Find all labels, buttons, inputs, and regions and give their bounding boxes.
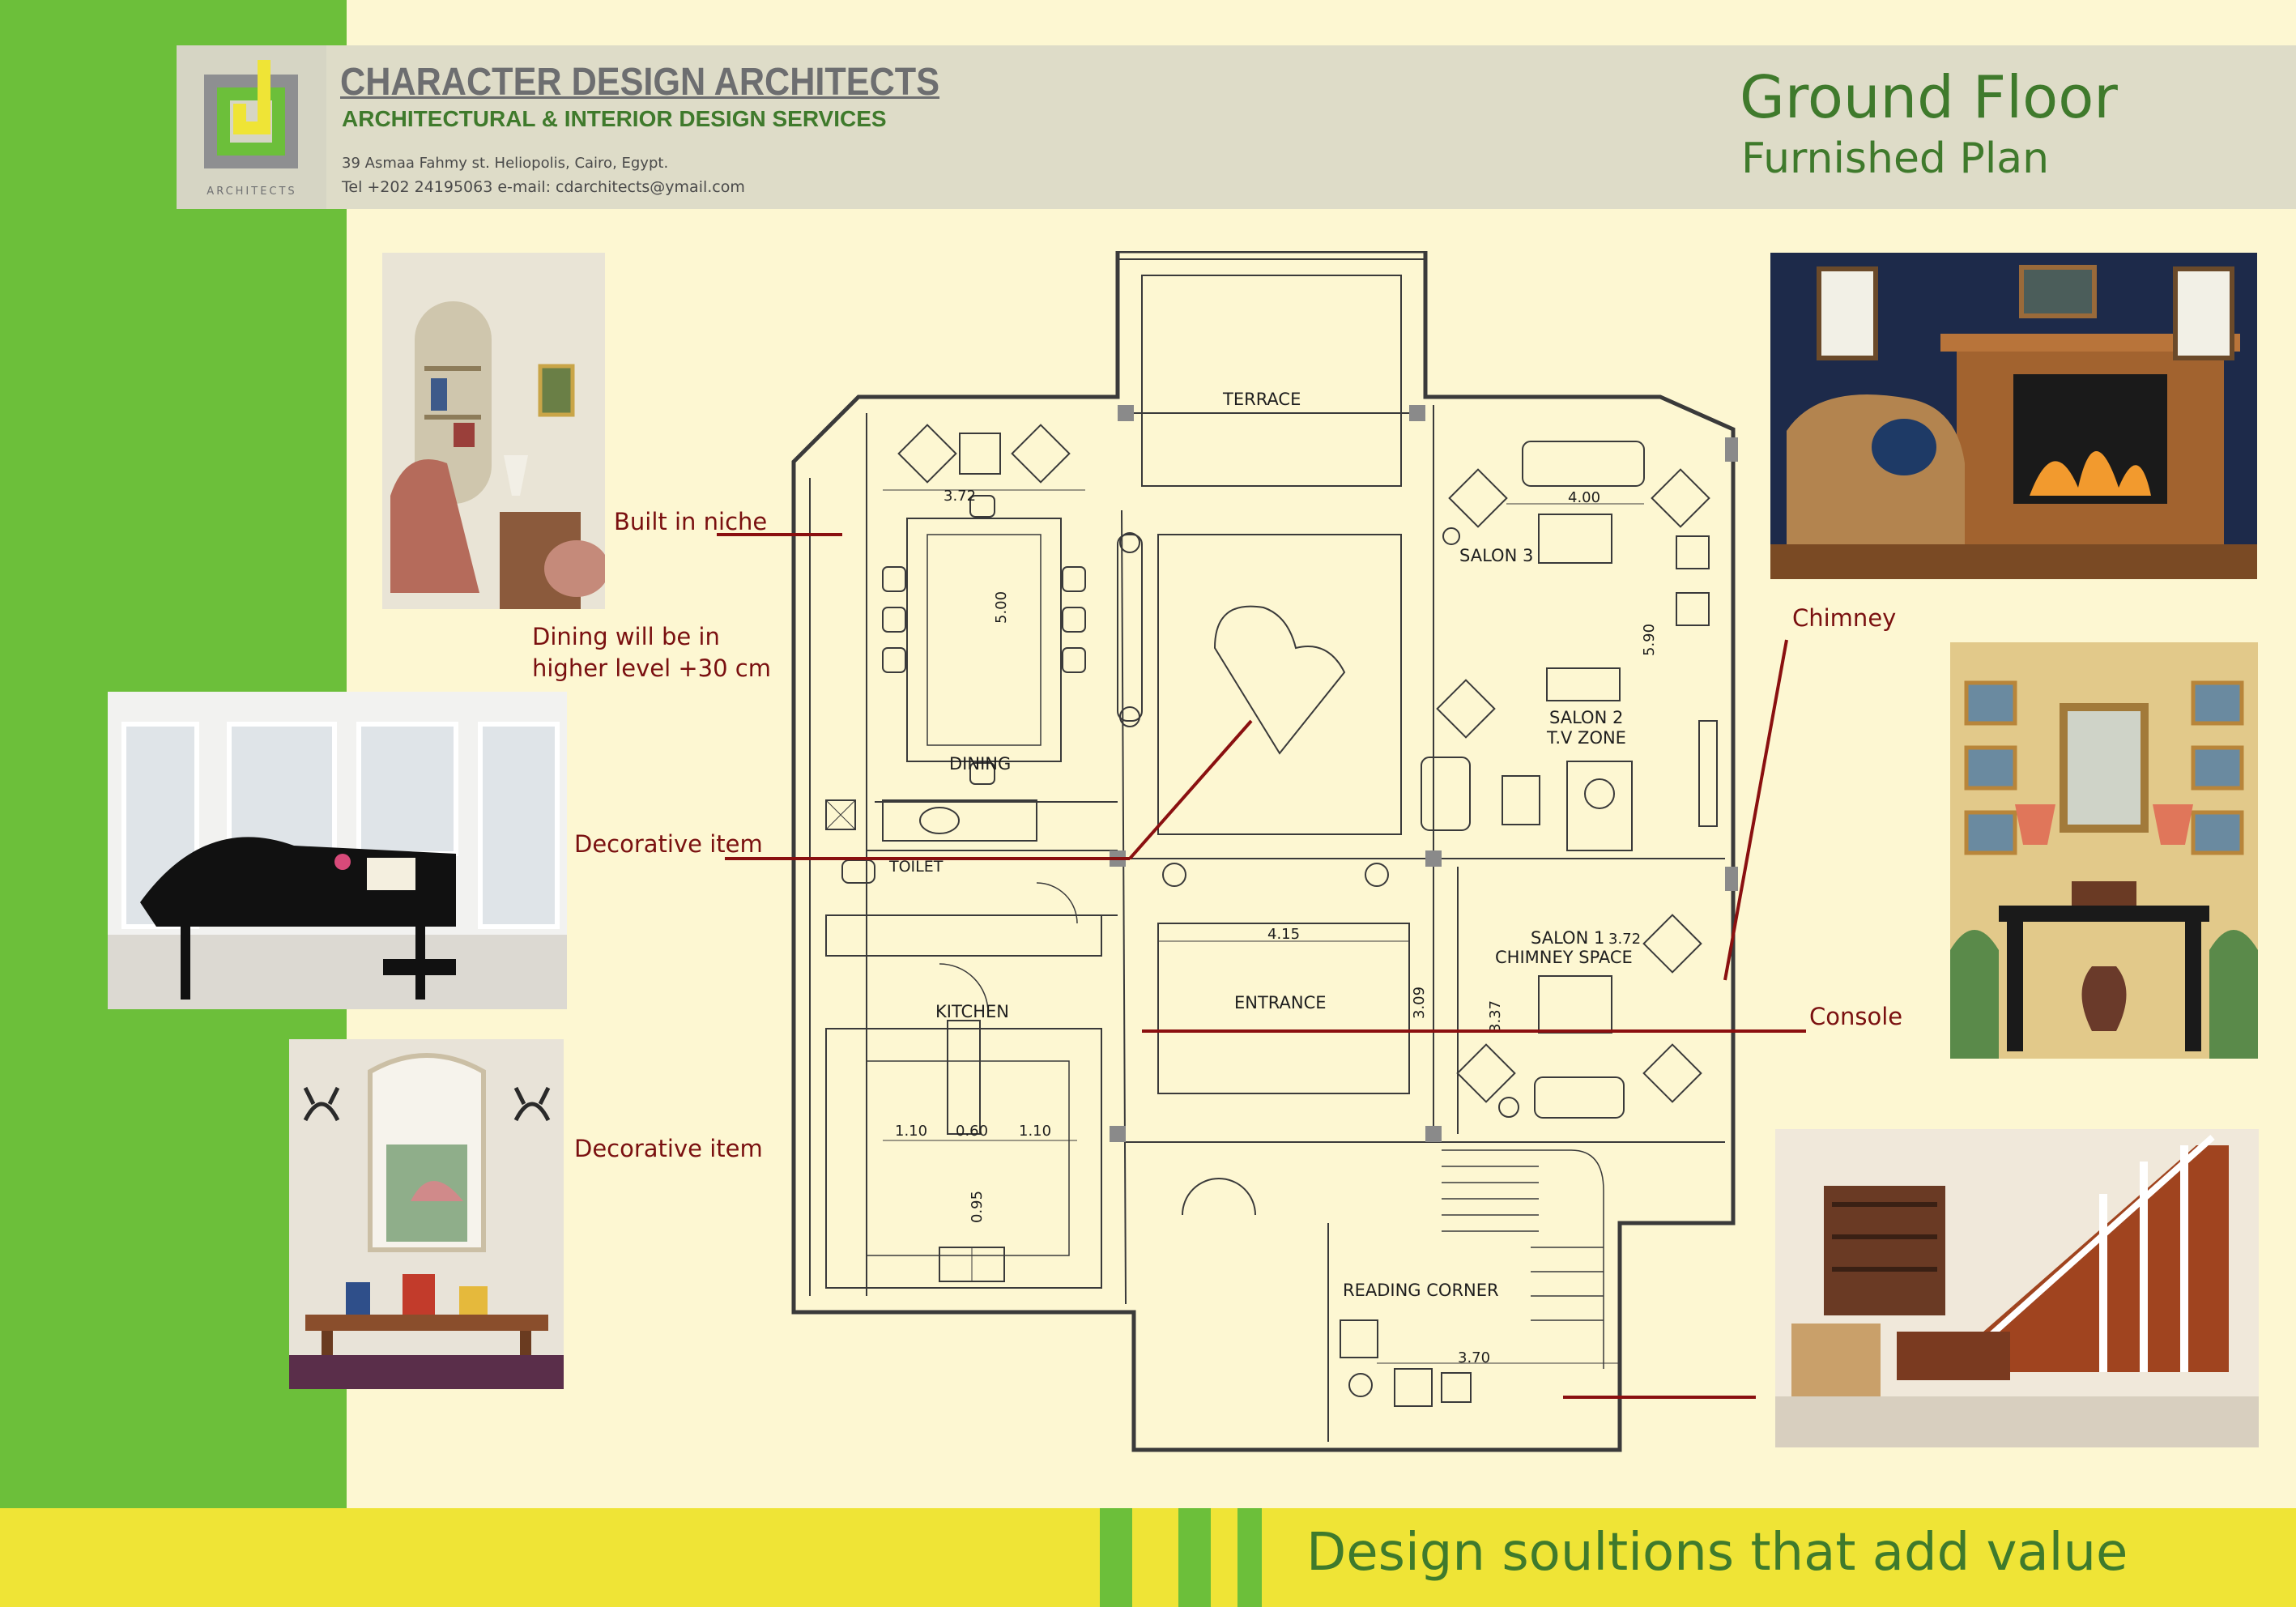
terrace-outline xyxy=(1141,275,1402,487)
dim-entrance-depth: 3.09 xyxy=(1411,987,1428,1019)
dim-dining-length: 5.00 xyxy=(993,591,1010,624)
callout-chimney: Chimney xyxy=(1792,604,1897,632)
company-logo: ARCHITECTS xyxy=(177,45,326,209)
room-salon1-line2: CHIMNEY SPACE xyxy=(1495,948,1633,967)
room-salon3: SALON 3 xyxy=(1459,546,1533,565)
bottom-stripe-1 xyxy=(1100,1508,1132,1607)
company-subtitle: ARCHITECTURAL & INTERIOR DESIGN SERVICES xyxy=(342,106,887,131)
piano-hall xyxy=(1157,534,1402,835)
kitchen-counter xyxy=(825,1028,1102,1289)
entrance-door xyxy=(1182,1178,1256,1216)
inner-walls xyxy=(809,258,1725,1442)
dim-salon1-depth: 3.37 xyxy=(1487,1000,1504,1033)
logo-cd-icon xyxy=(204,60,298,168)
vanity-counter xyxy=(882,799,1037,842)
callout-built-in-niche: Built in niche xyxy=(614,508,768,535)
dim-salon1-width: 3.72 xyxy=(1608,931,1641,948)
callout-console: Console xyxy=(1809,1003,1903,1030)
plan-subtitle: Furnished Plan xyxy=(1741,134,2050,183)
photo-grand-piano xyxy=(108,692,567,1009)
kitchen-upper-counter xyxy=(825,914,1102,957)
tv-unit xyxy=(1546,667,1621,701)
company-name: CHARACTER DESIGN ARCHITECTS xyxy=(340,61,940,104)
room-terrace: TERRACE xyxy=(1222,390,1301,409)
room-reading-corner: READING CORNER xyxy=(1343,1281,1499,1300)
dining-armchairs xyxy=(897,424,1071,484)
armchair-icon xyxy=(1448,468,1508,528)
callout-decorative-item-1: Decorative item xyxy=(574,830,763,858)
sink-icon xyxy=(919,807,960,834)
room-kitchen: KITCHEN xyxy=(935,1002,1009,1021)
salon1-sofa xyxy=(1534,1076,1625,1119)
dim-kitchen-c: 1.10 xyxy=(1019,1123,1051,1140)
room-toilet: TOILET xyxy=(888,858,944,876)
callout-dining-level-2: higher level +30 cm xyxy=(532,654,771,682)
bottom-stripe-3 xyxy=(1237,1508,1262,1607)
callout-decorative-item-2: Decorative item xyxy=(574,1135,763,1162)
wall-pillars xyxy=(1110,405,1738,1142)
dim-reading-width: 3.70 xyxy=(1458,1349,1490,1366)
salon3-table xyxy=(1538,514,1612,564)
entrance-rug xyxy=(1157,923,1410,1094)
dim-kitchen-b: 0.60 xyxy=(956,1123,988,1140)
dim-dining-width: 3.72 xyxy=(944,488,976,505)
chimney-icon xyxy=(1698,720,1718,827)
company-contact: Tel +202 24195063 e-mail: cdarchitects@y… xyxy=(342,178,745,196)
dining-chairs xyxy=(882,495,1086,785)
room-salon1-line1: SALON 1 xyxy=(1531,928,1604,948)
company-address: 39 Asmaa Fahmy st. Heliopolis, Cairo, Eg… xyxy=(342,155,669,172)
photo-decorative-hall xyxy=(289,1039,564,1389)
room-salon2-line1: SALON 2 xyxy=(1549,708,1623,727)
side-bench xyxy=(1117,534,1143,722)
photo-reading-corner xyxy=(1775,1129,2259,1447)
callout-dining-level-1: Dining will be in xyxy=(532,623,720,650)
sofa-icon xyxy=(1522,441,1645,487)
photo-console xyxy=(1950,642,2258,1059)
room-entrance: ENTRANCE xyxy=(1234,993,1327,1012)
toilet-shower xyxy=(825,799,856,830)
dim-kitchen-depth: 0.95 xyxy=(969,1191,986,1223)
dim-salon3-width: 4.00 xyxy=(1568,489,1600,506)
dining-table xyxy=(906,518,1062,762)
ground-floor-plan: TERRACE 3.72 5.00 DINING TOILET KITCHEN … xyxy=(791,251,1738,1452)
plan-title: Ground Floor xyxy=(1740,63,2118,131)
salon2-coffee-table xyxy=(1566,761,1633,851)
photo-fireplace xyxy=(1770,253,2257,579)
logo-text: ARCHITECTS xyxy=(207,185,297,198)
header-band xyxy=(177,45,2296,209)
dim-entrance-width: 4.15 xyxy=(1267,926,1300,943)
dim-kitchen-a: 1.10 xyxy=(895,1123,927,1140)
staircase-icon xyxy=(1442,1149,1604,1369)
dim-salon-length: 5.90 xyxy=(1641,624,1658,656)
outer-walls xyxy=(791,251,1736,1452)
bottom-stripe-2 xyxy=(1178,1508,1211,1607)
room-salon2-line2: T.V ZONE xyxy=(1546,728,1626,748)
grand-piano-icon xyxy=(1213,605,1346,755)
room-dining: DINING xyxy=(949,754,1011,774)
tagline: Design soultions that add value xyxy=(1306,1523,2128,1583)
kitchen-island xyxy=(947,1020,981,1135)
photo-built-in-niche xyxy=(382,253,605,609)
bottom-band xyxy=(0,1508,2296,1607)
